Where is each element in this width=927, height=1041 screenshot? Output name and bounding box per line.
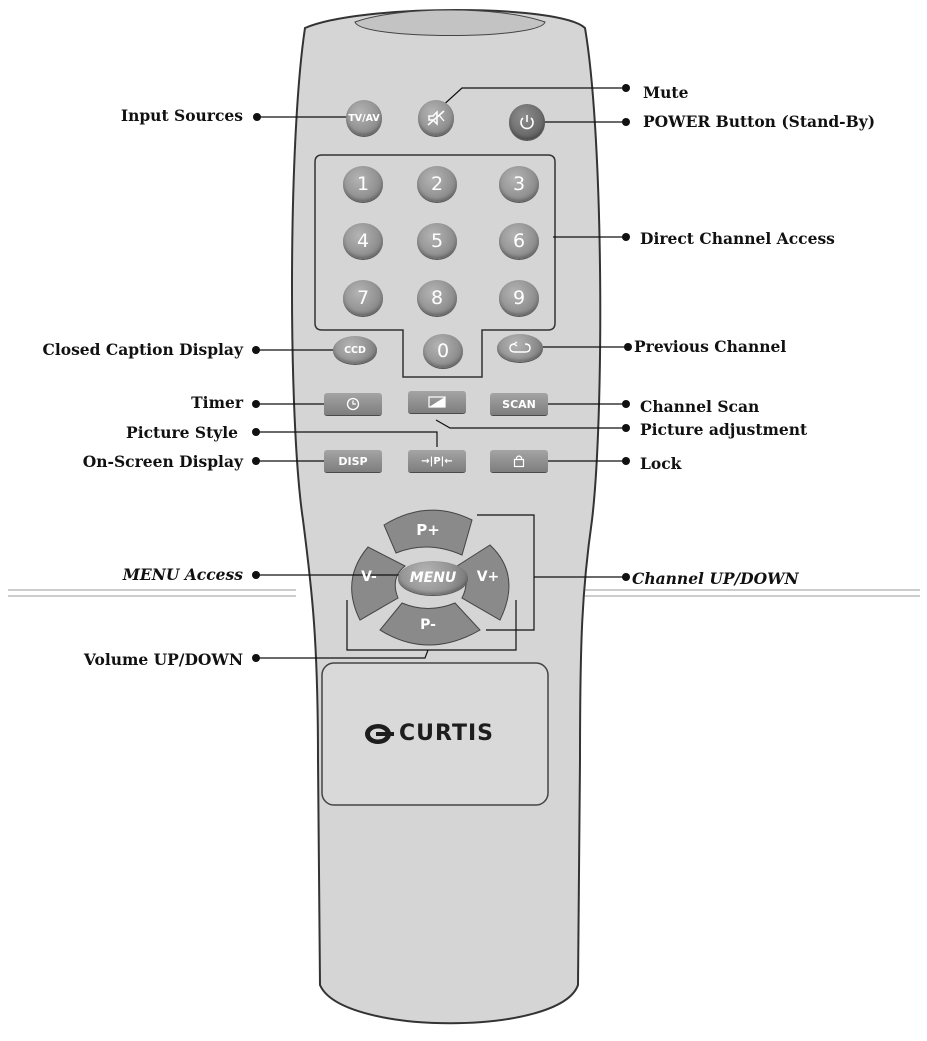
label-timer: Timer xyxy=(191,393,243,412)
digit-1-button[interactable]: 1 xyxy=(343,166,383,202)
digit-9-button[interactable]: 9 xyxy=(499,280,539,316)
keypad-frame xyxy=(314,154,556,378)
timer-button[interactable] xyxy=(324,393,382,415)
logo-panel xyxy=(321,662,549,806)
clock-icon xyxy=(346,397,360,411)
power-button[interactable] xyxy=(509,104,545,140)
p-plus-button[interactable]: P+ xyxy=(416,521,440,539)
digit-0-button[interactable]: 0 xyxy=(423,334,463,368)
mute-icon xyxy=(427,110,445,126)
dpad xyxy=(351,509,510,646)
tv-av-button[interactable]: TV/AV xyxy=(346,100,382,136)
label-picture-style: Picture Style xyxy=(126,423,238,442)
label-menu-access: MENU Access xyxy=(122,565,243,584)
mute-button[interactable] xyxy=(418,100,454,136)
label-on-screen-display: On-Screen Display xyxy=(82,452,243,471)
digit-4-button[interactable]: 4 xyxy=(343,223,383,259)
remote-top-cap xyxy=(354,9,546,36)
disp-button[interactable]: DISP xyxy=(324,450,382,472)
menu-button[interactable]: MENU xyxy=(398,561,468,595)
digit-7-button[interactable]: 7 xyxy=(343,280,383,316)
digit-6-button[interactable]: 6 xyxy=(499,223,539,259)
label-lock: Lock xyxy=(640,454,682,473)
label-direct-channel: Direct Channel Access xyxy=(640,229,835,248)
v-minus-button[interactable]: V- xyxy=(361,569,377,585)
label-volume-up-down: Volume UP/DOWN xyxy=(83,650,243,669)
curtis-logo-mark-icon xyxy=(365,723,394,744)
label-input-sources: Input Sources xyxy=(120,106,243,125)
label-power: POWER Button (Stand-By) xyxy=(643,112,876,131)
ccd-button[interactable]: CCD xyxy=(333,336,377,364)
picture-adjustment-button[interactable] xyxy=(408,391,466,413)
label-picture-adjustment: Picture adjustment xyxy=(640,420,808,439)
brand-logo-text: CURTIS xyxy=(399,721,494,746)
digit-8-button[interactable]: 8 xyxy=(417,280,457,316)
power-icon xyxy=(520,115,534,130)
lock-icon xyxy=(513,455,525,468)
scan-button[interactable]: SCAN xyxy=(490,393,548,415)
label-mute: Mute xyxy=(643,83,689,102)
label-channel-scan: Channel Scan xyxy=(640,397,760,416)
label-channel-up-down: Channel UP/DOWN xyxy=(632,569,799,588)
brand-logo: CURTIS xyxy=(364,721,494,746)
lock-button[interactable] xyxy=(490,450,548,472)
digit-2-button[interactable]: 2 xyxy=(417,166,457,202)
digit-5-button[interactable]: 5 xyxy=(417,223,457,259)
v-plus-button[interactable]: V+ xyxy=(476,569,500,585)
label-closed-caption: Closed Caption Display xyxy=(42,340,244,359)
picture-style-button[interactable]: →|P|← xyxy=(408,450,466,472)
picture-adjust-icon xyxy=(428,396,446,408)
previous-channel-icon xyxy=(509,341,531,353)
label-previous-channel: Previous Channel xyxy=(634,337,787,356)
previous-channel-button[interactable] xyxy=(497,334,543,362)
p-minus-button[interactable]: P- xyxy=(420,617,436,633)
digit-3-button[interactable]: 3 xyxy=(499,166,539,202)
